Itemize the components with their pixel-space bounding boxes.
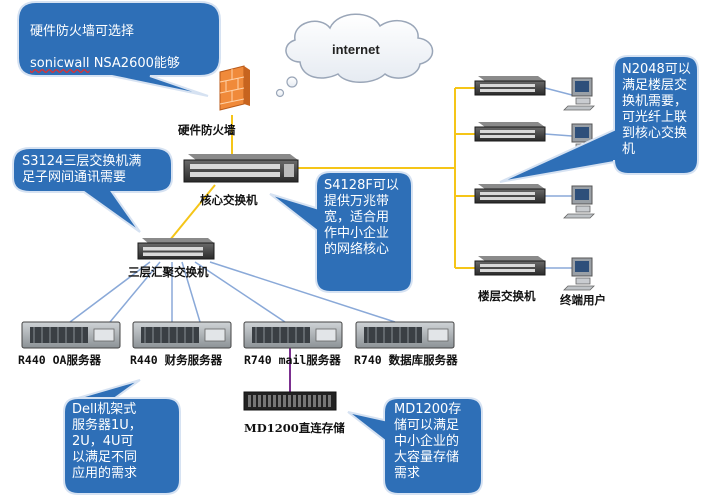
callouts bbox=[12, 1, 699, 495]
link-pc2 bbox=[544, 133, 573, 137]
callout-n2048 bbox=[499, 55, 699, 183]
callout-dell bbox=[63, 379, 181, 495]
link-srv-db bbox=[209, 261, 396, 323]
firewall-icon bbox=[219, 65, 250, 111]
server-icon bbox=[355, 321, 455, 349]
callout-md1200 bbox=[347, 397, 483, 495]
switch-icon bbox=[474, 76, 546, 96]
callout-s3124 bbox=[12, 147, 173, 233]
switch-icon bbox=[137, 238, 215, 260]
callout-firewall-text: 硬件防火墙可选择 sonicwall NSA2600能够 有效的满足中小企业 网… bbox=[30, 8, 216, 152]
label-aggregation-switch: 三层汇聚交换机 bbox=[128, 265, 209, 279]
link-srv-oa bbox=[69, 261, 151, 323]
callout-md1200-text: MD1200存 储可以满足 中小企业的 大容量存储 需求 bbox=[394, 402, 462, 481]
label-firewall: 硬件防火墙 bbox=[178, 123, 236, 137]
label-server-oa: R440 OA服务器 bbox=[18, 353, 101, 367]
link-srv-fin-b bbox=[181, 261, 201, 323]
links bbox=[69, 87, 573, 392]
switch-icon bbox=[183, 154, 299, 183]
label-core-switch: 核心交换机 bbox=[200, 193, 258, 207]
link-srv-oa-b bbox=[109, 261, 161, 323]
switch-icon bbox=[474, 256, 546, 276]
storage-icon bbox=[243, 391, 337, 411]
callout-firewall-line3: 有效的满足中小企业 bbox=[30, 88, 148, 103]
cloud-icon bbox=[275, 13, 434, 98]
switch-icon bbox=[474, 184, 546, 204]
label-floor-switch: 楼层交换机 bbox=[478, 289, 536, 303]
callout-dell-text: Dell机架式 服务器1U， 2U，4U可 以满足不同 应用的需求 bbox=[72, 402, 142, 481]
label-server-finance: R440 财务服务器 bbox=[130, 353, 223, 367]
callout-firewall-line2-rest: NSA2600能够 bbox=[89, 56, 180, 71]
server-icon bbox=[243, 321, 343, 349]
pc-icon bbox=[563, 185, 595, 219]
link-pc1 bbox=[544, 87, 573, 96]
label-server-db: R740 数据库服务器 bbox=[354, 353, 458, 367]
callout-firewall-line1: 硬件防火墙可选择 bbox=[30, 24, 135, 39]
callout-s4128f-text: S4128F可以 提供万兆带 宽，适合用 作中小企业 的网络核心 bbox=[324, 178, 399, 257]
switch-icon bbox=[474, 122, 546, 142]
callout-firewall bbox=[17, 1, 221, 97]
pc-icon bbox=[563, 257, 595, 291]
callout-firewall-line2: sonicwall NSA2600能够 bbox=[30, 56, 216, 72]
label-end-user: 终端用户 bbox=[560, 293, 606, 307]
pc-icon bbox=[563, 77, 595, 111]
cloud-label: internet bbox=[332, 42, 380, 57]
callout-s4128f bbox=[269, 171, 413, 293]
server-icon bbox=[21, 321, 121, 349]
model-name: sonicwall bbox=[30, 56, 90, 71]
link-core-aggregation bbox=[169, 184, 216, 241]
callout-n2048-text: N2048可以 满足楼层交 换机需要， 可光纤上联 到核心交换 机 bbox=[622, 62, 691, 157]
label-server-mail: R740 mail服务器 bbox=[244, 353, 341, 367]
callout-s3124-text: S3124三层交换机满 足子网间通讯需要 bbox=[22, 154, 142, 185]
server-icon bbox=[132, 321, 232, 349]
callout-firewall-line4: 网络安全行为管理 bbox=[30, 120, 135, 135]
label-storage: MD1200直连存储 bbox=[244, 421, 345, 435]
link-srv-mail bbox=[194, 261, 286, 323]
